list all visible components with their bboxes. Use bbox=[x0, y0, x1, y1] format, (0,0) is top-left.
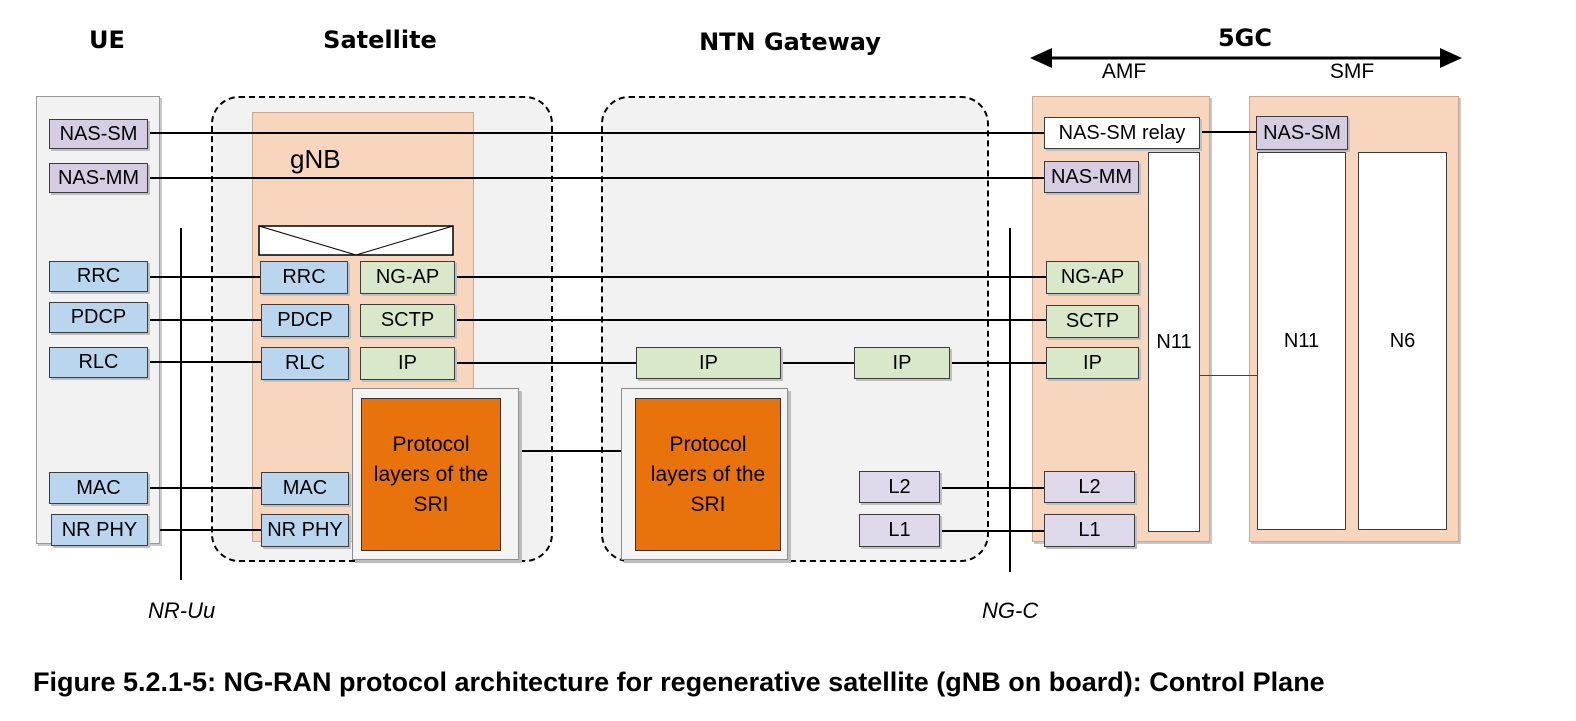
gnb-ng-ap: NG-AP bbox=[360, 261, 455, 294]
ntn-gateway-header: NTN Gateway bbox=[699, 28, 881, 56]
ue-pdcp: PDCP bbox=[49, 302, 148, 333]
nas-sm-relay-link bbox=[1200, 131, 1257, 133]
gnb-sctp: SCTP bbox=[360, 304, 455, 337]
gateway-l2: L2 bbox=[859, 471, 940, 503]
core-header: 5GC bbox=[1217, 24, 1272, 52]
figure-caption: Figure 5.2.1-5: NG-RAN protocol architec… bbox=[33, 667, 1325, 697]
gnb-nr-phy: NR PHY bbox=[261, 514, 349, 547]
nas-sm-line bbox=[148, 132, 1045, 134]
sctp-line bbox=[455, 319, 1047, 321]
pdcp-line bbox=[148, 319, 262, 321]
ip-line-1 bbox=[455, 362, 637, 364]
smf-n6: N6 bbox=[1358, 152, 1447, 530]
rlc-line bbox=[148, 361, 262, 363]
l1-line bbox=[940, 530, 1045, 532]
gnb-pdcp: PDCP bbox=[261, 304, 349, 337]
ue-nas-sm: NAS-SM bbox=[49, 119, 148, 149]
ng-c-label: NG-C bbox=[982, 598, 1039, 623]
nas-mm-line bbox=[148, 177, 1045, 179]
ng-ap-line bbox=[455, 276, 1047, 278]
gateway-ip-right: IP bbox=[854, 347, 950, 379]
ue-nr-phy: NR PHY bbox=[51, 514, 148, 546]
gateway-sri-layers: Protocol layers of the SRI bbox=[635, 398, 781, 551]
gnb-sri-layers: Protocol layers of the SRI bbox=[361, 398, 501, 551]
core-span-arrow bbox=[1030, 48, 1462, 68]
gnb-rrc: RRC bbox=[260, 261, 348, 294]
ip-line-3 bbox=[950, 362, 1047, 364]
ue-header: UE bbox=[89, 26, 125, 54]
ue-rrc: RRC bbox=[49, 261, 148, 292]
ue-rlc: RLC bbox=[49, 347, 148, 378]
amf-l2: L2 bbox=[1044, 471, 1135, 503]
ue-mac: MAC bbox=[49, 472, 148, 504]
smf-nas-sm: NAS-SM bbox=[1256, 116, 1348, 150]
rrc-line bbox=[148, 276, 262, 278]
amf-nas-sm-relay: NAS-SM relay bbox=[1044, 117, 1200, 149]
amf-label: AMF bbox=[1101, 60, 1147, 83]
smf-n11: N11 bbox=[1257, 152, 1346, 530]
nr-uu-boundary-line bbox=[180, 228, 182, 580]
satellite-header: Satellite bbox=[323, 26, 437, 54]
gateway-l1: L1 bbox=[859, 514, 940, 547]
n11-link-line bbox=[1200, 375, 1258, 376]
gnb-label: gNB bbox=[290, 144, 341, 174]
ng-c-boundary-line bbox=[1009, 228, 1011, 572]
amf-l1: L1 bbox=[1044, 514, 1135, 547]
gnb-ip: IP bbox=[360, 347, 455, 380]
smf-label: SMF bbox=[1329, 60, 1375, 83]
phy-line bbox=[160, 529, 262, 531]
mac-line bbox=[148, 487, 262, 489]
ip-line-2 bbox=[781, 362, 855, 364]
gnb-mac: MAC bbox=[261, 472, 349, 505]
amf-sctp: SCTP bbox=[1046, 305, 1139, 338]
l2-line bbox=[940, 487, 1045, 489]
nr-uu-label: NR-Uu bbox=[148, 598, 216, 623]
gnb-rlc: RLC bbox=[261, 347, 349, 380]
sri-line bbox=[500, 450, 636, 452]
ue-nas-mm: NAS-MM bbox=[49, 163, 148, 193]
gateway-ip-left: IP bbox=[636, 347, 781, 379]
amf-ip: IP bbox=[1046, 347, 1139, 379]
amf-nas-mm: NAS-MM bbox=[1044, 161, 1139, 193]
amf-n11: N11 bbox=[1148, 152, 1200, 532]
gnb-split-bar bbox=[258, 225, 454, 256]
amf-ng-ap: NG-AP bbox=[1046, 261, 1139, 294]
